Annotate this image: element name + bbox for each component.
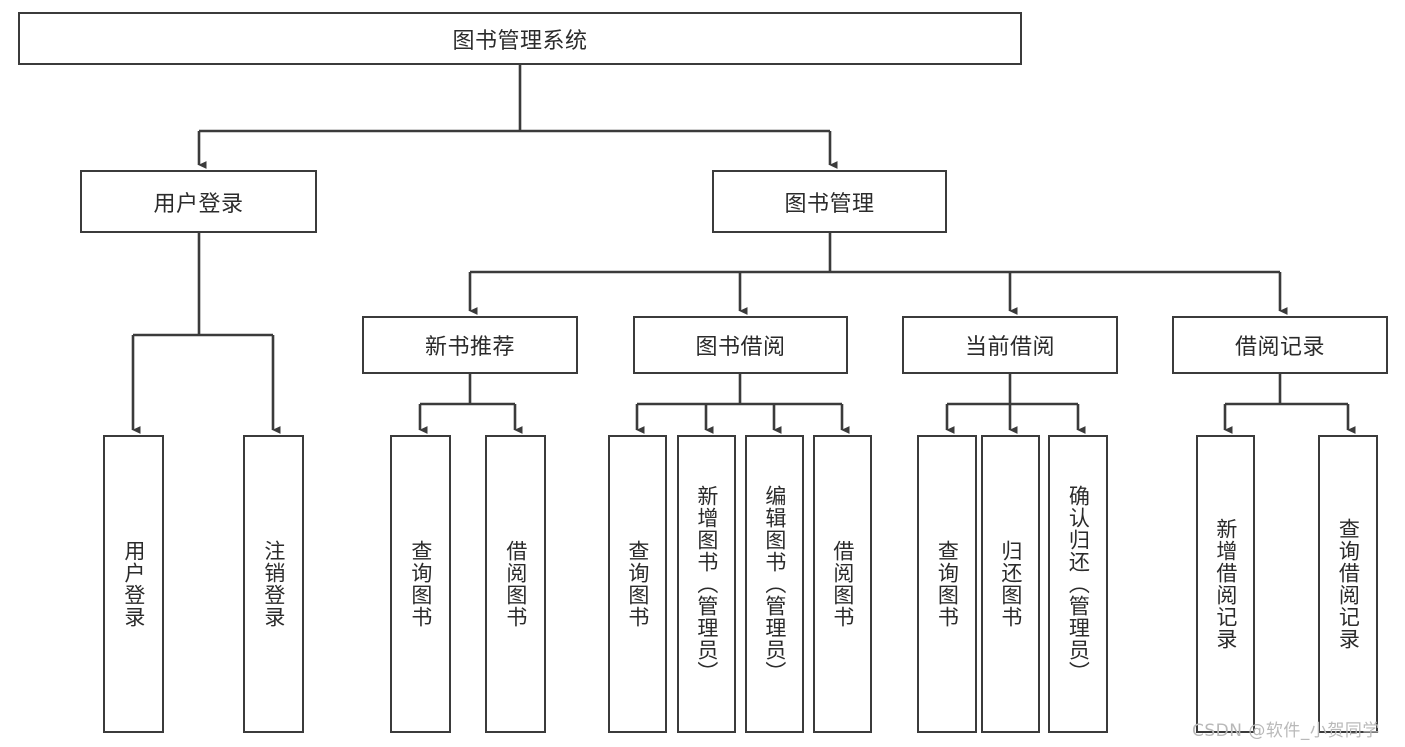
node-label: 图书管理系统 xyxy=(452,28,588,54)
node-leaf-confirm-return-admin[interactable]: 确认归还（管理员） xyxy=(1048,435,1108,733)
node-leaf-edit-book-admin[interactable]: 编辑图书（管理员） xyxy=(745,435,804,733)
node-leaf-return-book[interactable]: 归还图书 xyxy=(981,435,1040,733)
node-label: 用户登录 xyxy=(153,191,244,217)
node-book-borrow[interactable]: 图书借阅 xyxy=(633,316,848,374)
node-label: 借阅记录 xyxy=(1234,335,1325,360)
node-label: 查询图书 xyxy=(625,540,650,628)
node-leaf-query-book-current[interactable]: 查询图书 xyxy=(917,435,977,733)
node-borrow-record[interactable]: 借阅记录 xyxy=(1172,316,1388,374)
node-label: 新增图书（管理员） xyxy=(694,485,719,683)
node-book-management[interactable]: 图书管理 xyxy=(712,170,947,233)
node-label: 新书推荐 xyxy=(424,335,515,360)
node-leaf-user-login[interactable]: 用户登录 xyxy=(103,435,164,733)
node-label: 借阅图书 xyxy=(830,540,855,628)
node-label: 图书管理 xyxy=(784,191,875,217)
node-leaf-query-book-recommend[interactable]: 查询图书 xyxy=(390,435,451,733)
node-leaf-logout[interactable]: 注销登录 xyxy=(243,435,304,733)
node-leaf-add-book-admin[interactable]: 新增图书（管理员） xyxy=(677,435,736,733)
node-user-login[interactable]: 用户登录 xyxy=(80,170,317,233)
node-label: 归还图书 xyxy=(998,540,1023,628)
node-leaf-add-borrow-record[interactable]: 新增借阅记录 xyxy=(1196,435,1255,733)
node-label: 当前借阅 xyxy=(964,335,1055,360)
node-leaf-borrow-book-recommend[interactable]: 借阅图书 xyxy=(485,435,546,733)
node-label: 用户登录 xyxy=(121,540,146,628)
node-label: 确认归还（管理员） xyxy=(1066,485,1091,683)
node-leaf-query-borrow-record[interactable]: 查询借阅记录 xyxy=(1318,435,1378,733)
node-label: 借阅图书 xyxy=(503,540,528,628)
node-label: 图书借阅 xyxy=(695,335,786,360)
node-label: 新增借阅记录 xyxy=(1213,518,1238,650)
node-new-book-recommend[interactable]: 新书推荐 xyxy=(362,316,578,374)
node-label: 查询图书 xyxy=(935,540,960,628)
node-label: 注销登录 xyxy=(261,540,286,628)
node-label: 编辑图书（管理员） xyxy=(762,485,787,683)
node-leaf-borrow-book[interactable]: 借阅图书 xyxy=(813,435,872,733)
node-root-book-management-system[interactable]: 图书管理系统 xyxy=(18,12,1022,65)
node-label: 查询借阅记录 xyxy=(1336,518,1361,650)
node-current-borrow[interactable]: 当前借阅 xyxy=(902,316,1118,374)
node-leaf-query-book-borrow[interactable]: 查询图书 xyxy=(608,435,667,733)
node-label: 查询图书 xyxy=(408,540,433,628)
